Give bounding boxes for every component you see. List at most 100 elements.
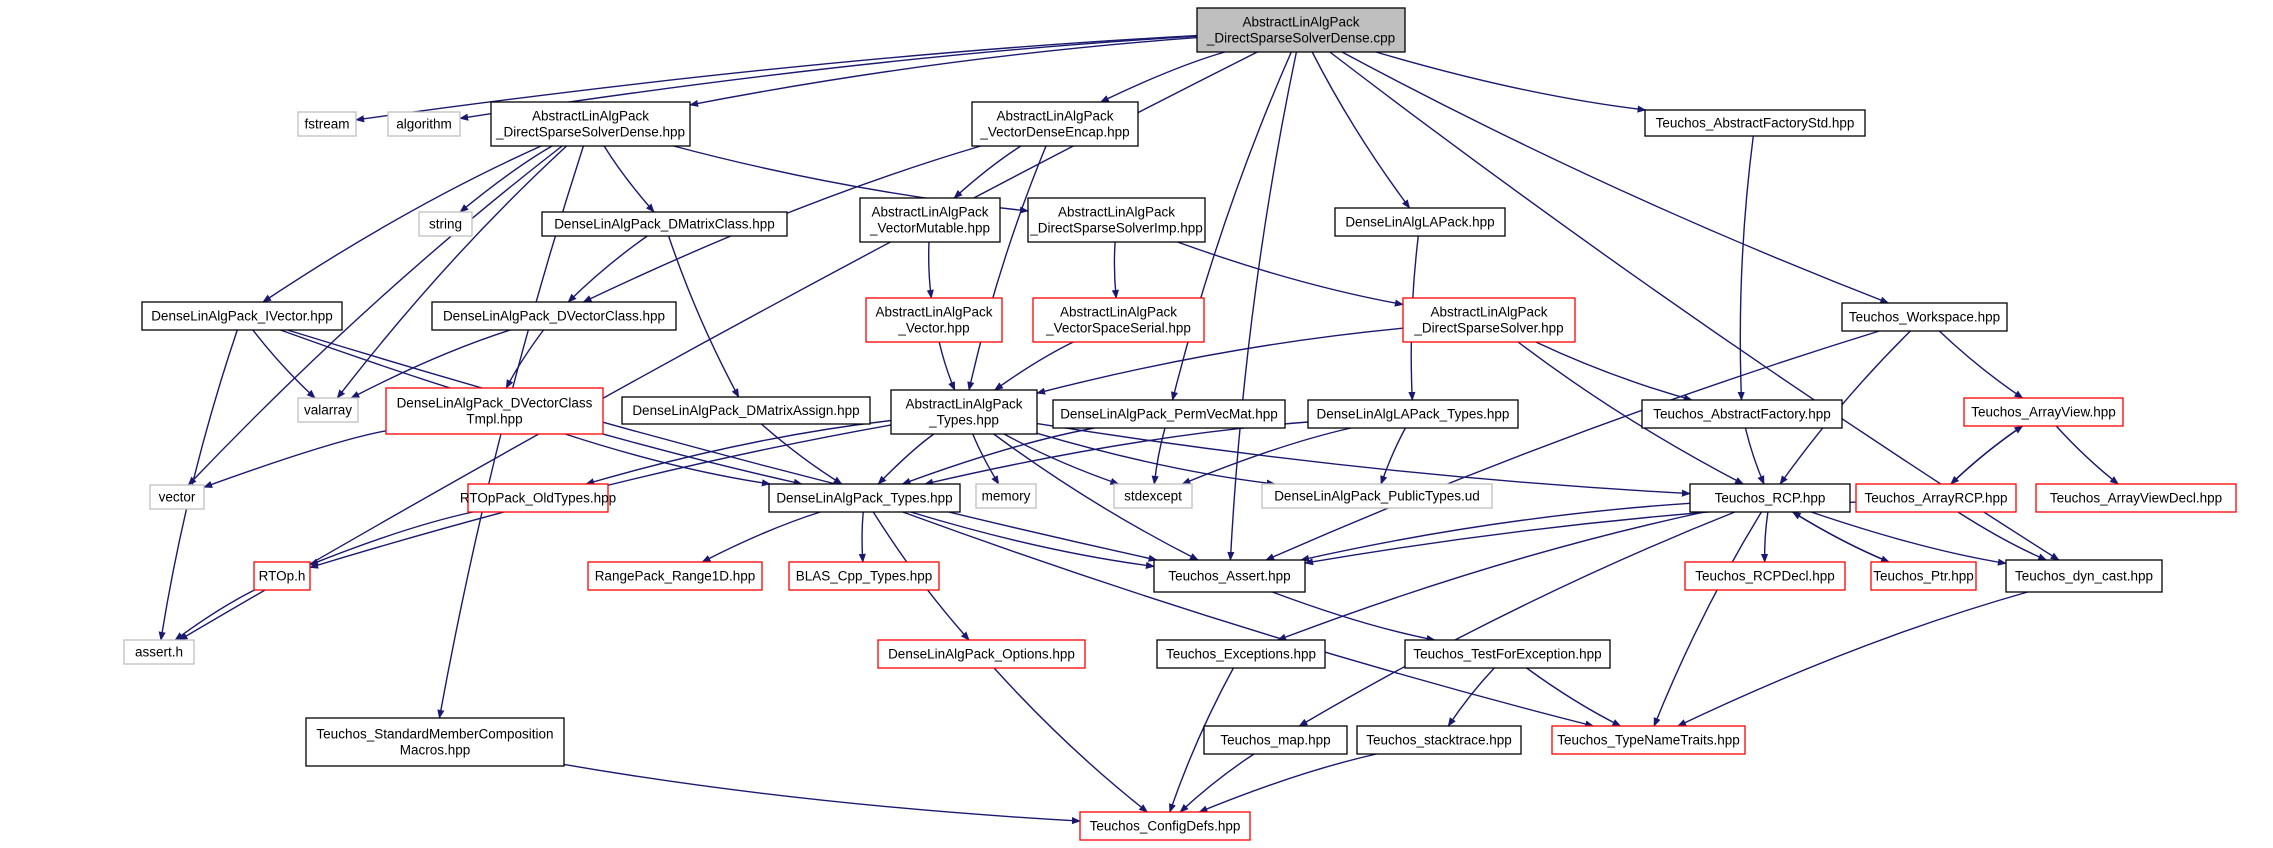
node-vector_h[interactable]: AbstractLinAlgPack_Vector.hpp <box>865 297 1003 343</box>
node-label: Teuchos_dyn_cast.hpp <box>2015 569 2153 584</box>
node-assert_h[interactable]: assert.h <box>123 639 195 665</box>
node-dlp_options[interactable]: DenseLinAlgPack_Options.hpp <box>877 639 1086 669</box>
edge-rtop_h-to-assert_h <box>174 589 255 641</box>
edge-ivector-to-valarray <box>252 329 316 399</box>
node-label: _Types.hpp <box>928 413 999 428</box>
edge-vss-to-alp_types <box>994 341 1074 391</box>
node-dssdense_hpp[interactable]: AbstractLinAlgPack_DirectSparseSolverDen… <box>490 101 691 147</box>
node-string[interactable]: string <box>418 211 473 237</box>
edge-t_st-to-t_cd <box>1198 753 1377 813</box>
edge-dssdense_hpp-to-dmatrixclass <box>603 145 655 213</box>
node-label: algorithm <box>396 117 452 132</box>
node-dlap[interactable]: DenseLinAlgLAPack.hpp <box>1334 207 1506 237</box>
node-t_ws[interactable]: Teuchos_Workspace.hpp <box>1841 302 2008 332</box>
node-dmassign[interactable]: DenseLinAlgPack_DMatrixAssign.hpp <box>621 396 871 425</box>
node-t_assert[interactable]: Teuchos_Assert.hpp <box>1153 559 1306 593</box>
node-dssimp[interactable]: AbstractLinAlgPack_DirectSparseSolverImp… <box>1027 197 1206 243</box>
node-box <box>975 483 1037 509</box>
node-t_afstd[interactable]: Teuchos_AbstractFactoryStd.hpp <box>1644 109 1866 137</box>
node-box <box>1079 811 1251 841</box>
node-t_map[interactable]: Teuchos_map.hpp <box>1203 725 1348 755</box>
node-box <box>541 211 788 237</box>
edge-dvctmpl-to-dlp_types <box>564 433 771 487</box>
node-box <box>297 111 357 137</box>
node-t_tfe[interactable]: Teuchos_TestForException.hpp <box>1404 639 1611 669</box>
node-label: AbstractLinAlgPack <box>875 305 992 320</box>
node-t_cd[interactable]: Teuchos_ConfigDefs.hpp <box>1079 811 1251 841</box>
node-label: AbstractLinAlgPack <box>1060 305 1177 320</box>
edge-dvectorclass-to-dvctmpl <box>505 329 545 389</box>
node-label: assert.h <box>135 645 183 660</box>
node-label: _VectorDenseEncap.hpp <box>979 125 1129 140</box>
edge-rtop_old-to-rtop_h <box>309 511 474 566</box>
edge-t_tfe-to-t_st <box>1447 667 1495 727</box>
node-box <box>788 561 940 591</box>
node-dvectorclass[interactable]: DenseLinAlgPack_DVectorClass.hpp <box>431 301 677 331</box>
node-label: AbstractLinAlgPack <box>1242 15 1359 30</box>
node-vmut[interactable]: AbstractLinAlgPack_VectorMutable.hpp <box>859 197 1001 243</box>
edge-t_af-to-t_rcp <box>1744 427 1765 485</box>
node-alp_types[interactable]: AbstractLinAlgPack_Types.hpp <box>890 389 1038 435</box>
node-box <box>2005 559 2163 593</box>
node-box <box>305 717 565 767</box>
edge-vector_h-to-alp_types <box>938 341 956 391</box>
node-box <box>877 639 1086 669</box>
node-dmatrixclass[interactable]: DenseLinAlgPack_DMatrixClass.hpp <box>541 211 788 237</box>
node-vde[interactable]: AbstractLinAlgPack_VectorDenseEncap.hpp <box>971 101 1139 147</box>
node-algorithm[interactable]: algorithm <box>387 111 461 137</box>
node-t_ptr[interactable]: Teuchos_Ptr.hpp <box>1870 561 1977 591</box>
node-box <box>890 389 1038 435</box>
node-t_dyncast[interactable]: Teuchos_dyn_cast.hpp <box>2005 559 2163 593</box>
edge-alp_types-to-t_rcp <box>1036 422 1691 497</box>
node-box <box>490 101 691 147</box>
node-range1d[interactable]: RangePack_Range1D.hpp <box>587 561 763 591</box>
node-label: Teuchos_Ptr.hpp <box>1873 569 1974 584</box>
edge-vmut-to-vector_h <box>926 241 934 299</box>
edge-vde-to-alp_types <box>967 145 1047 391</box>
node-t_tnt[interactable]: Teuchos_TypeNameTraits.hpp <box>1551 725 1746 755</box>
node-vss[interactable]: AbstractLinAlgPack_VectorSpaceSerial.hpp <box>1032 297 1205 343</box>
edge-dss-to-t_rcp <box>1517 341 1744 485</box>
edge-dla_types-to-stdexcept <box>1181 427 1352 485</box>
node-rtop_h[interactable]: RTOp.h <box>253 561 311 591</box>
node-dss[interactable]: AbstractLinAlgPack_DirectSparseSolver.hp… <box>1402 297 1576 343</box>
node-fstream[interactable]: fstream <box>297 111 357 137</box>
edge-t_ws-to-t_assert <box>1265 330 1880 561</box>
node-t_rcp[interactable]: Teuchos_RCP.hpp <box>1689 483 1851 513</box>
edge-ivector-to-t_assert <box>287 329 1158 562</box>
node-root[interactable]: AbstractLinAlgPack_DirectSparseSolverDen… <box>1196 7 1406 53</box>
edge-t_av-to-t_arcp <box>1950 425 2023 485</box>
node-box <box>467 483 609 513</box>
node-t_av[interactable]: Teuchos_ArrayView.hpp <box>1963 397 2124 427</box>
node-rtop_old[interactable]: RTOpPack_OldTypes.hpp <box>460 483 616 513</box>
node-label: AbstractLinAlgPack <box>905 397 1022 412</box>
node-label: Teuchos_TestForException.hpp <box>1413 647 1601 662</box>
node-t_af[interactable]: Teuchos_AbstractFactory.hpp <box>1641 399 1843 429</box>
node-dla_types[interactable]: DenseLinAlgLAPack_Types.hpp <box>1307 399 1519 429</box>
edge-dvectorclass-to-valarray <box>350 329 511 399</box>
node-valarray[interactable]: valarray <box>297 397 359 423</box>
node-permvec[interactable]: DenseLinAlgPack_PermVecMat.hpp <box>1052 399 1286 429</box>
node-t_st[interactable]: Teuchos_stacktrace.hpp <box>1356 725 1522 755</box>
node-label: _VectorSpaceSerial.hpp <box>1045 321 1191 336</box>
node-stdexcept[interactable]: stdexcept <box>1113 483 1193 509</box>
node-t_exc[interactable]: Teuchos_Exceptions.hpp <box>1156 639 1326 669</box>
node-memory[interactable]: memory <box>975 483 1037 509</box>
node-vector[interactable]: vector <box>149 484 205 510</box>
node-blas[interactable]: BLAS_Cpp_Types.hpp <box>788 561 940 591</box>
node-t_arcp[interactable]: Teuchos_ArrayRCP.hpp <box>1855 483 2017 513</box>
edge-t_dyncast-to-t_tnt <box>1677 591 2028 727</box>
edge-vde-to-dvectorclass <box>582 145 981 303</box>
node-publictypes[interactable]: DenseLinAlgPack_PublicTypes.ud <box>1261 483 1493 509</box>
node-t_smc[interactable]: Teuchos_StandardMemberCompositionMacros.… <box>305 717 565 767</box>
node-t_rcpdecl[interactable]: Teuchos_RCPDecl.hpp <box>1684 561 1846 591</box>
edge-vde-to-vmut <box>953 145 1022 199</box>
edge-dssdense_hpp-to-string <box>459 145 553 213</box>
node-label: DenseLinAlgPack_IVector.hpp <box>151 309 333 324</box>
node-t_avdecl[interactable]: Teuchos_ArrayViewDecl.hpp <box>2035 483 2237 513</box>
node-label: Teuchos_ArrayRCP.hpp <box>1864 491 2007 506</box>
edge-dssimp-to-vss <box>1111 241 1119 299</box>
node-ivector[interactable]: DenseLinAlgPack_IVector.hpp <box>141 301 343 331</box>
node-dlp_types[interactable]: DenseLinAlgPack_Types.hpp <box>768 483 961 513</box>
